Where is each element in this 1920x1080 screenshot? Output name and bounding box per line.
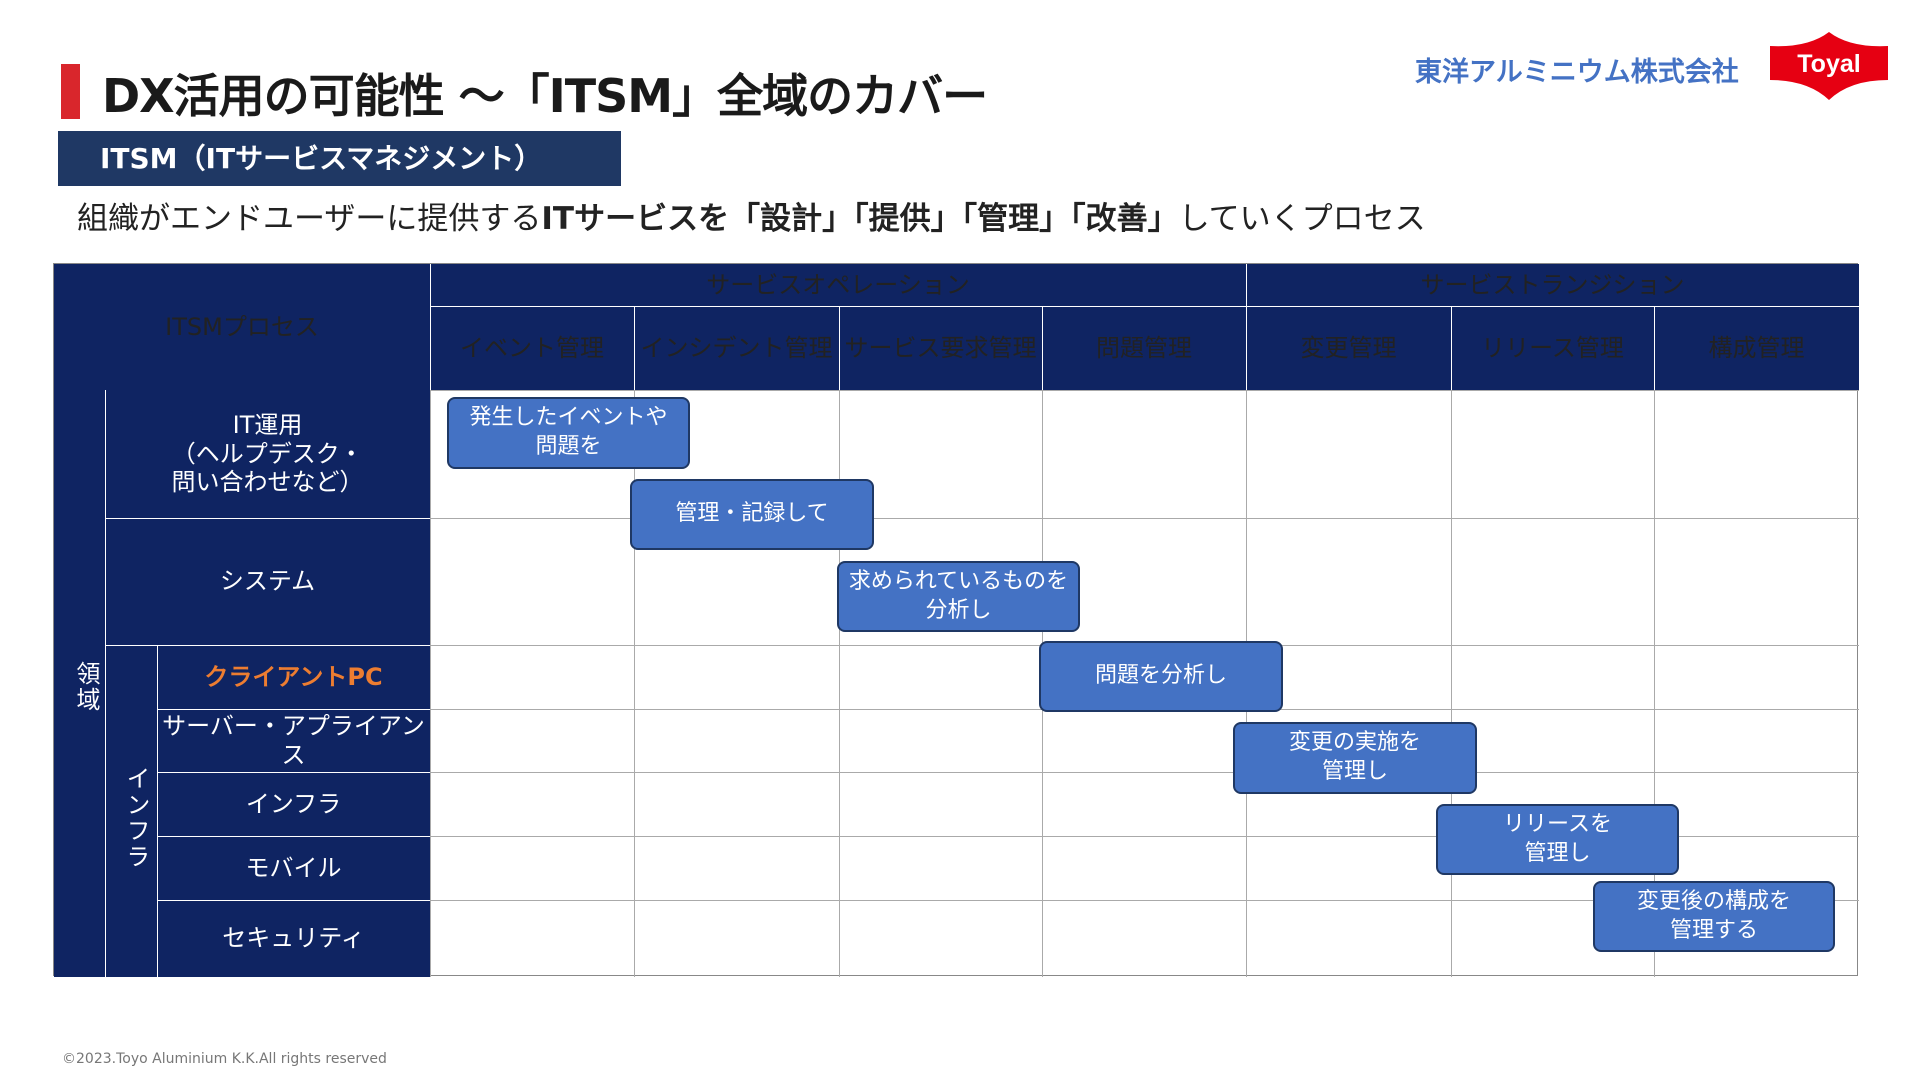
row-label: クライアントPC <box>204 662 383 691</box>
header-divider <box>1042 306 1043 390</box>
infra-label: インフラ <box>122 766 150 870</box>
row-divider <box>157 900 430 901</box>
header-divider <box>839 306 840 390</box>
row-divider <box>157 645 158 977</box>
process-step-box: 発生したイベントや 問題を <box>447 397 690 469</box>
page-title: DX活用の可能性 ～「ITSM」全域のカバー <box>102 69 988 123</box>
copyright-footer: ©2023.Toyo Aluminium K.K.All rights rese… <box>62 1051 387 1067</box>
group-header-service-operation: サービスオペレーション <box>706 270 970 299</box>
row-label: サーバー・アプライアンス <box>162 711 425 769</box>
row-label: モバイル <box>245 853 342 882</box>
column-header: インシデント管理 <box>640 333 833 362</box>
column-header: 変更管理 <box>1300 333 1397 362</box>
process-step-box: 管理・記録して <box>630 479 874 550</box>
table-header-band <box>54 264 1859 390</box>
grid-line <box>430 772 1859 773</box>
row-header-band <box>54 390 430 977</box>
grid-line <box>430 390 1859 391</box>
row-label: インフラ <box>245 789 342 818</box>
process-step-box: リリースを 管理し <box>1436 804 1679 875</box>
description-part2: していくプロセス <box>1178 201 1426 237</box>
description-bold: ITサービスを「設計」「提供」「管理」「改善」 <box>541 201 1179 237</box>
corner-label: ITSMプロセス <box>165 312 319 341</box>
itsm-process-table: ITSMプロセス サービスオペレーション サービストランジションイベント管理 インシデ… <box>53 263 1859 977</box>
header-divider <box>634 306 635 390</box>
grid-line <box>430 390 431 977</box>
title-accent-bar <box>61 64 80 119</box>
grid-line <box>430 836 1859 837</box>
row-divider <box>157 709 430 710</box>
domain-label: 領域 <box>72 661 100 713</box>
column-header: リリース管理 <box>1481 333 1624 362</box>
row-divider <box>157 836 430 837</box>
row-divider <box>157 772 430 773</box>
column-header: サービス要求管理 <box>844 333 1037 362</box>
column-header: 構成管理 <box>1708 333 1805 362</box>
grid-line <box>839 390 840 977</box>
section-subtitle: ITSM（ITサービスマネジメント） <box>58 131 621 186</box>
company-name: 東洋アルミニウム株式会社 <box>1415 57 1739 88</box>
logo-text: Toyal <box>1797 50 1860 78</box>
process-step-box: 変更後の構成を 管理する <box>1593 881 1835 952</box>
row-divider <box>105 390 106 977</box>
grid-line <box>430 518 1859 519</box>
row-label: システム <box>219 567 316 596</box>
toyal-logo: Toyal <box>1770 32 1888 100</box>
row-divider <box>105 645 430 646</box>
process-step-box: 求められているものを 分析し <box>837 561 1080 632</box>
process-step-box: 変更の実施を 管理し <box>1233 722 1477 794</box>
header-divider <box>1246 264 1247 390</box>
header-divider <box>1451 306 1452 390</box>
description-part1: 組織がエンドユーザーに提供する <box>77 201 542 237</box>
grid-line <box>1654 390 1655 977</box>
row-divider <box>105 518 430 519</box>
group-header-service-transition: サービストランジション <box>1420 270 1685 299</box>
header-divider <box>430 306 1859 307</box>
grid-line <box>1451 390 1452 977</box>
column-header: 問題管理 <box>1096 333 1192 362</box>
description: 組織がエンドユーザーに提供するITサービスを「設計」「提供」「管理」「改善」して… <box>77 193 1426 238</box>
column-header: イベント管理 <box>460 333 604 362</box>
header-divider <box>1654 306 1655 390</box>
grid-line <box>430 900 1859 901</box>
row-label: セキュリティ <box>222 924 365 953</box>
row-label: IT運用 （ヘルプデスク・ 問い合わせなど） <box>171 410 364 497</box>
process-step-box: 問題を分析し <box>1039 641 1283 712</box>
grid-line <box>634 390 635 977</box>
